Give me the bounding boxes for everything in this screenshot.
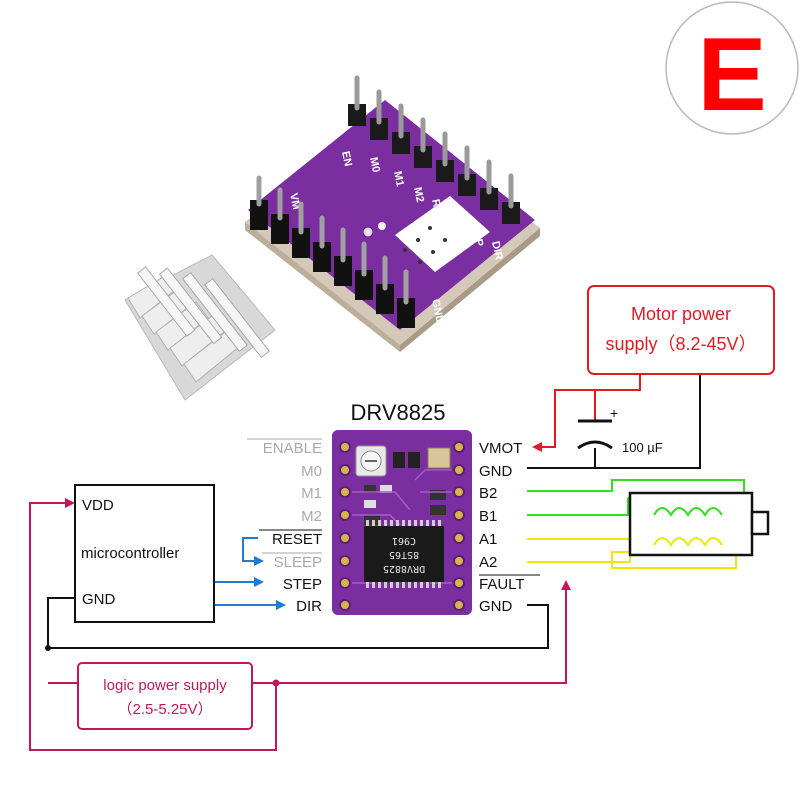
pin-sleep: SLEEP [274,554,322,571]
wire-reset-sleep [242,537,258,562]
pin-a1: A1 [479,531,497,548]
pin-label-m2: M2 [411,186,426,203]
motor-body [628,491,754,557]
main-ic [364,526,444,582]
pcb-chip-area [395,196,490,272]
capacitor: + 100 µF [577,405,663,455]
wire-logic-gnd [47,597,549,649]
wire-b1 [527,498,629,516]
pin-enable: ENABLE [263,440,322,457]
logic-power-line1: logic power supply [103,677,227,694]
ic-line-1: C961 [392,535,416,546]
pin-label-rst: RST [429,198,445,222]
motor-power-line1: Motor power [631,304,731,324]
wire-a2 [527,552,631,563]
pin-b1: B1 [479,508,497,525]
coil-a [653,537,723,547]
mcu-gnd: GND [82,591,116,608]
pin-label-dir: DIR [489,240,505,261]
pin-gnd-motor: GND [479,463,513,480]
badge-circle [665,1,799,135]
pcb-surface [248,100,535,330]
header-pins-top [348,75,520,224]
junction-logic [272,679,280,687]
motor-shaft [750,510,770,536]
badge-letter: E [697,17,766,133]
pin-label-m0: M0 [367,156,382,173]
mcu-vdd: VDD [82,497,114,514]
pin-m2: M2 [301,508,322,525]
pin-m1: M1 [301,485,322,502]
logic-power-box: logic power supply （2.5-5.25V） [77,662,253,730]
logic-power-line2: （2.5-5.25V） [117,701,212,718]
wire-motor-gnd [595,375,701,469]
pin-label-stp: STP [469,224,485,247]
microcontroller-box: VDD microcontroller GND [74,484,215,623]
heatsink [124,254,276,401]
pin-vmot: VMOT [479,440,522,457]
pin-a2: A2 [479,554,497,571]
pin-fault: FAULT [479,576,525,593]
pin-gnd-logic: GND [479,598,513,615]
pin-b2: B2 [479,485,497,502]
pin-reset: RESET [272,531,322,548]
left-pin-labels: ENABLE M0 M1 M2 RESET SLEEP STEP DIR [247,438,322,615]
motor-power-box: Motor power supply（8.2-45V） [587,285,775,375]
motor-power-line2: supply（8.2-45V） [605,334,756,354]
driver-board: DRV8825 [332,400,472,615]
wire-b2 [527,479,745,500]
pin-label-en: EN [339,150,354,167]
pin-label-slp: SLP [449,210,465,233]
pin-holes [339,441,465,611]
header-pins-bottom [250,175,415,328]
pin-step: STEP [283,576,322,593]
wire-vmot [540,375,641,448]
chip-capacitor [427,447,451,469]
board-photo: EN M0 M1 M2 RST SLP STP DIR VM GND [245,75,540,352]
right-pin-labels: VMOT GND B2 B1 A1 A2 FAULT GND [479,440,540,615]
ic-line-3: DRV8825 [383,563,425,574]
mcu-name: microcontroller [81,545,179,562]
pin-label-m1: M1 [391,170,406,187]
wire-vdd-fault [29,502,567,751]
chip-title: DRV8825 [351,400,446,425]
pin-label-vm: VM [287,192,302,211]
capacitor-label: 100 µF [622,440,663,455]
stepper-motor [628,491,770,557]
pin-m0: M0 [301,463,322,480]
coil-b [653,507,723,517]
pin-label-gnd: GND [429,298,446,324]
pin-dir: DIR [296,598,322,615]
junction-gnd [45,645,51,651]
ic-line-2: 8ST65 [389,549,419,560]
capacitor-plus: + [610,405,618,421]
badge: E [665,1,799,135]
